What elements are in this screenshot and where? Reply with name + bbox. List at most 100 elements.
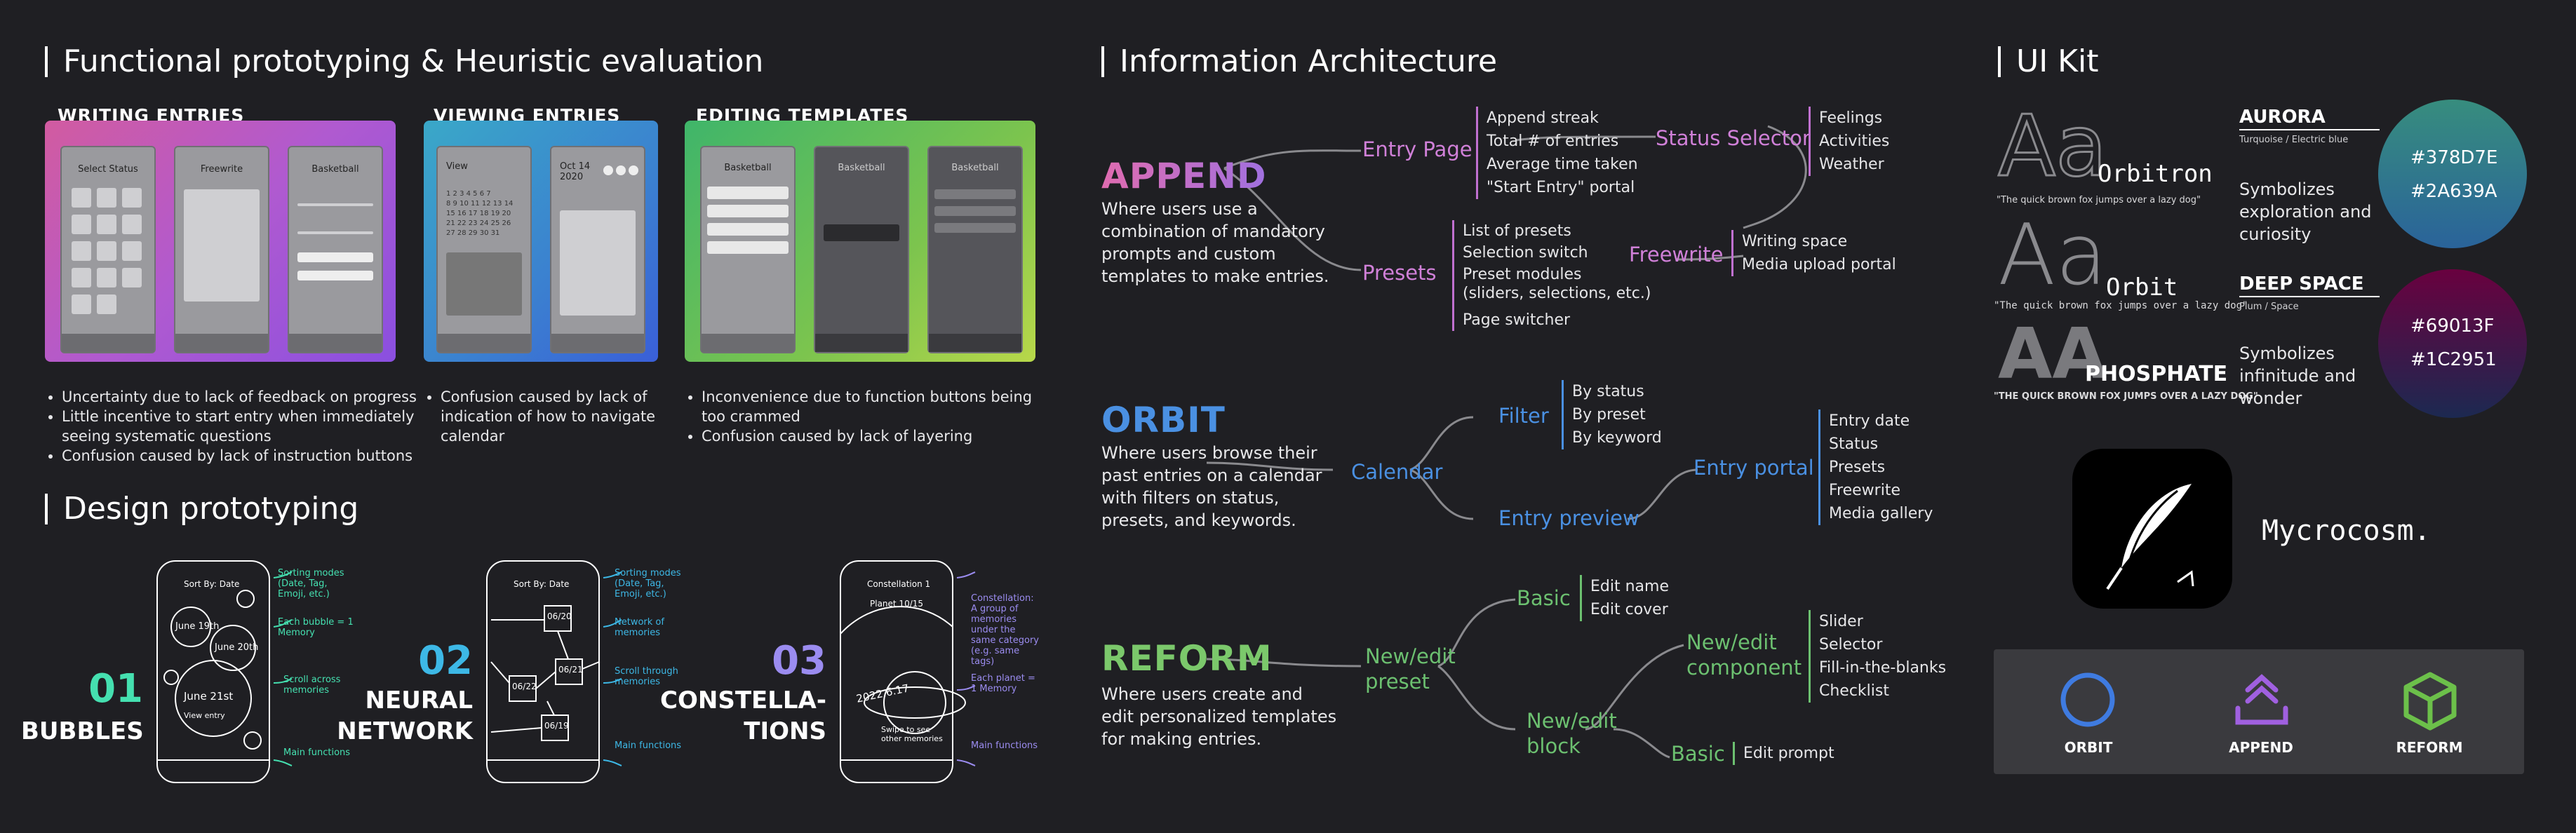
list-item: Weather <box>1819 156 1884 173</box>
sketch-label: 06/19 <box>544 721 569 731</box>
phone-basketball-a: Basketball <box>700 146 796 353</box>
node-calendar: Calendar <box>1351 460 1443 484</box>
bullet: Inconvenience due to function buttons be… <box>702 387 1052 426</box>
list-item: By status <box>1572 383 1644 400</box>
font-glyph-phosphate: AA <box>1998 313 2107 395</box>
list-item: Entry date <box>1829 412 1910 430</box>
phone-basketball-c: Basketball <box>927 146 1023 353</box>
sketch-neural <box>486 560 622 783</box>
node-line: New/edit <box>1527 709 1617 733</box>
list-item: Activities <box>1819 133 1890 150</box>
prototype-name: TIONS <box>744 717 826 745</box>
list-item: Page switcher <box>1463 311 1571 329</box>
card-editing-templates: Basketball Basketball Basketball <box>685 121 1035 362</box>
sketch-note: Main functions <box>615 740 682 751</box>
bullet: Confusion caused by lack of instruction … <box>62 446 427 466</box>
hex-aurora-2: #2A639A <box>2410 181 2497 202</box>
list-status: Feelings Activities Weather <box>1809 107 1889 176</box>
sketch-label: Planet 10/15 <box>870 599 924 609</box>
list-item: Writing space <box>1742 233 1848 250</box>
prototype-name: CONSTELLA- <box>660 686 826 715</box>
node-presets: Presets <box>1362 261 1437 285</box>
sketch-note: Sorting modes (Date, Tag, Emoji, etc.) <box>615 568 681 600</box>
list-item: Freewrite <box>1829 482 1900 499</box>
sketch-label: Swipe to see other memories <box>881 725 943 743</box>
bullets-writing: Uncertainty due to lack of feedback on p… <box>45 387 427 466</box>
bullet: Confusion caused by lack of indication o… <box>441 387 672 446</box>
palette-sub-deepspace: Plum / Space <box>2239 302 2299 312</box>
ia-append-title: APPEND <box>1101 156 1267 196</box>
list-basic-block: Edit prompt <box>1733 742 1834 765</box>
phone-title: Freewrite <box>200 164 243 175</box>
list-item: Media upload portal <box>1742 256 1896 273</box>
node-entry-page: Entry Page <box>1362 137 1473 161</box>
sketch-label: 06/20 <box>547 611 572 621</box>
list-item: Fill-in-the-blanks <box>1819 659 1947 677</box>
list-item: Media gallery <box>1829 505 1933 522</box>
font-name-orbit: Orbit <box>2106 273 2178 302</box>
node-filter: Filter <box>1498 404 1549 428</box>
node-line: New/edit <box>1365 644 1456 668</box>
sketch-label: June 21st <box>184 690 234 703</box>
wordmark: Mycrocosm. <box>2262 515 2431 547</box>
card-writing-entries: Select Status Freewrite Basketball <box>45 121 396 362</box>
list-item: Edit name <box>1590 578 1669 595</box>
node-new-component: New/edit component <box>1686 630 1802 680</box>
list-item: Presets <box>1829 459 1886 476</box>
phone-title: Basketball <box>311 164 359 175</box>
font-sample: "THE QUICK BROWN FOX JUMPS OVER A LAZY D… <box>1994 391 2258 402</box>
list-item: "Start Entry" portal <box>1487 179 1635 196</box>
list-item: Append streak <box>1487 109 1599 127</box>
palette-divider <box>2239 296 2380 297</box>
list-item: By keyword <box>1572 429 1662 447</box>
phone-basketball: Basketball <box>288 146 383 353</box>
bullets-editing: Inconvenience due to function buttons be… <box>685 387 1052 446</box>
list-item: Total # of entries <box>1487 133 1619 150</box>
sketch-note: Each bubble = 1 Memory <box>278 617 354 638</box>
font-name-phosphate: PHOSPHATE <box>2085 362 2228 386</box>
sketch-note: Scroll through memories <box>615 666 678 687</box>
list-item: Selection switch <box>1463 244 1588 262</box>
icon-label-reform: REFORM <box>2396 739 2463 756</box>
list-item: Preset modules <box>1463 266 1582 283</box>
section-title-ia: Information Architecture <box>1101 46 1497 77</box>
sketch-note: Main functions <box>971 740 1038 751</box>
font-name-orbitron: Orbitron <box>2098 160 2213 188</box>
palette-sub-aurora: Turquoise / Electric blue <box>2239 135 2349 145</box>
sketch-label: Sort By: Date <box>184 579 240 589</box>
font-glyph-orbitron: Aa <box>1997 98 2109 196</box>
sketch-note: Constellation: A group of memories under… <box>971 593 1039 667</box>
sketch-note: Network of memories <box>615 617 664 638</box>
sketch-note: Sorting modes (Date, Tag, Emoji, etc.) <box>278 568 344 600</box>
node-line: New/edit <box>1686 630 1777 654</box>
palette-desc-aurora: Symbolizes exploration and curiosity <box>2239 180 2372 244</box>
ia-reform-desc: Where users create and edit personalized… <box>1101 684 1337 749</box>
section-title-functional: Functional prototyping & Heuristic evalu… <box>45 46 763 77</box>
prototype-name: BUBBLES <box>21 717 144 745</box>
node-freewrite: Freewrite <box>1629 243 1724 266</box>
section-title-uikit: UI Kit <box>1998 46 2099 77</box>
list-freewrite: Writing space Media upload portal <box>1731 230 1896 276</box>
bullet: Uncertainty due to lack of feedback on p… <box>62 387 427 407</box>
list-item: Average time taken <box>1487 156 1638 173</box>
list-item: Selector <box>1819 636 1883 653</box>
sketch-label: View entry <box>184 711 225 720</box>
list-basic: Edit name Edit cover <box>1580 575 1669 621</box>
ia-reform-title: REFORM <box>1101 638 1273 679</box>
prototype-number: 03 <box>772 638 826 684</box>
list-presets: List of presets Selection switch Preset … <box>1452 220 1651 331</box>
sketch-label: 06/22 <box>512 682 537 691</box>
list-item: Feelings <box>1819 109 1883 127</box>
phone-title: Oct 14 2020 <box>560 161 591 182</box>
icon-label-append: APPEND <box>2229 739 2293 756</box>
font-sample: "The quick brown fox jumps over a lazy d… <box>1994 300 2248 311</box>
cube-icon <box>2403 672 2457 731</box>
list-item: Edit prompt <box>1743 745 1834 762</box>
sketch-note: Scroll across memories <box>283 675 341 696</box>
phone-select-status: Select Status <box>60 146 156 353</box>
sketch-label: Constellation 1 <box>867 579 931 589</box>
sketch-bubbles <box>156 560 293 783</box>
node-entry-portal: Entry portal <box>1693 456 1814 480</box>
